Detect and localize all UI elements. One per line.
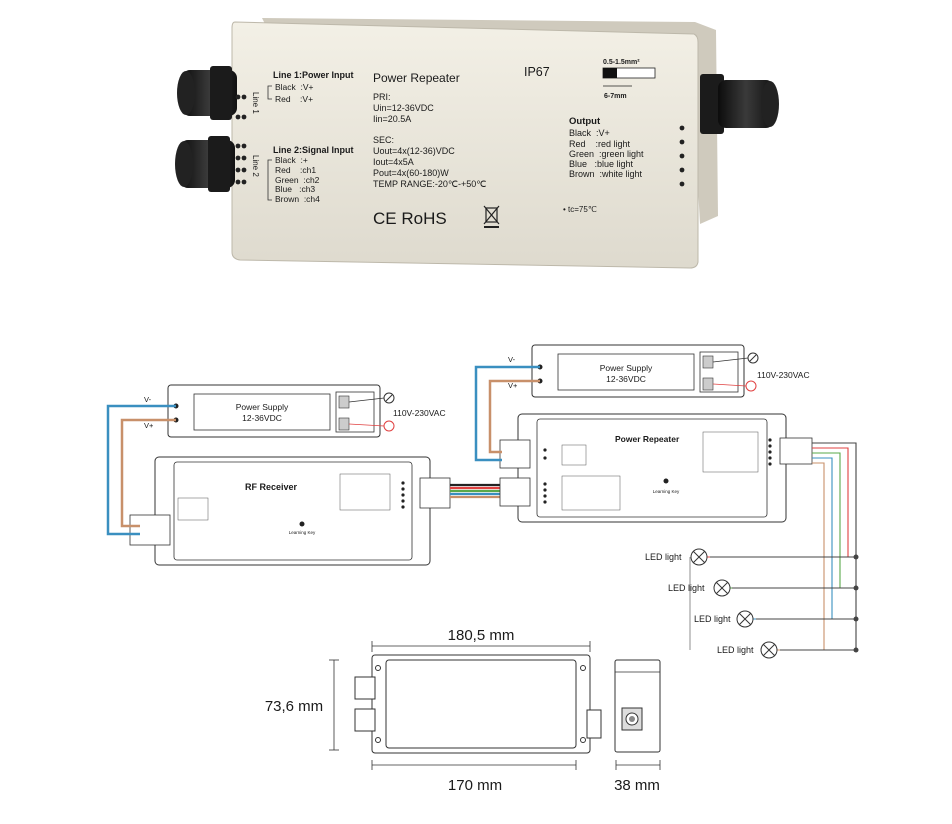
dim-depth: 38 mm <box>614 777 660 794</box>
rf-receiver-title: RF Receiver <box>245 482 298 492</box>
output-wires <box>689 442 857 651</box>
power-supply-right: Power Supply 12-36VDC V- V+ 110V-230VAC <box>508 344 810 398</box>
output-row-0: Black :V+ <box>569 128 610 138</box>
dimension-lines <box>329 641 661 770</box>
led-lamp-icon-1 <box>690 548 708 566</box>
front-view <box>354 654 602 754</box>
line2-row-1: Red :ch1 <box>275 165 316 175</box>
wire-strip-length: 6-7mm <box>604 93 627 100</box>
weee-bin-icon <box>483 205 500 228</box>
ip-rating: IP67 <box>524 65 550 79</box>
pri-row-1: Iin=20.5A <box>373 114 411 124</box>
ps-right-label-2: 12-36VDC <box>606 374 646 384</box>
dim-total-length: 180,5 mm <box>448 627 515 644</box>
repeater-learning-key: Learning Key <box>653 489 680 494</box>
rf-learning-key: Learning Key <box>289 530 316 535</box>
sec-label: SEC: <box>373 135 394 145</box>
dim-body-length: 170 mm <box>448 777 502 794</box>
repeater-title: Power Repeater <box>615 434 680 444</box>
ps-right-vplus: V+ <box>508 381 518 390</box>
line2-row-4: Brown :ch4 <box>275 194 320 204</box>
line2-title: Line 2:Signal Input <box>273 145 354 155</box>
case-body <box>231 21 699 269</box>
sec-row-1: Iout=4x5A <box>373 157 414 167</box>
product-photo: Line 1:Power Input Black :V+ Red :V+ Lin… <box>175 18 779 269</box>
led-lamp-icon-2 <box>713 579 731 597</box>
cable-gland-left-bottom <box>175 136 235 192</box>
output-row-3: Blue :blue light <box>569 159 634 169</box>
pri-row-0: Uin=12-36VDC <box>373 103 434 113</box>
dimension-drawing: 180,5 mm 73,6 mm 170 mm 38 mm <box>265 627 661 794</box>
led-label-3: LED light <box>694 614 731 624</box>
ps-left-vplus: V+ <box>144 421 154 430</box>
led-label-2: LED light <box>668 583 705 593</box>
output-terminals <box>679 125 685 187</box>
output-junction-dots <box>853 554 859 653</box>
wire-rf-vplus <box>120 418 176 528</box>
line1-row-0: Black :V+ <box>275 82 314 92</box>
line1-side-label: Line 1 <box>251 92 260 114</box>
pri-label: PRI: <box>373 92 391 102</box>
rf-receiver: RF Receiver Learning Key <box>129 456 451 566</box>
led-lamp-icon-3 <box>736 610 754 628</box>
sec-row-0: Uout=4x(12-36)VDC <box>373 146 455 156</box>
dim-height: 73,6 mm <box>265 698 323 715</box>
cable-gland-left-top <box>177 66 237 120</box>
ps-right-ac: 110V-230VAC <box>757 370 810 380</box>
ps-left-label-1: Power Supply <box>236 402 289 412</box>
led-label-4: LED light <box>717 645 754 655</box>
line1-row-1: Red :V+ <box>275 94 313 104</box>
side-view <box>614 659 661 753</box>
ps-right-label-1: Power Supply <box>600 363 653 373</box>
wire-strip-gauge: 0.5-1.5mm² 6-7mm <box>602 59 656 100</box>
wiring-diagram: Power Supply 12-36VDC V- V+ 110V-230VAC … <box>106 344 859 659</box>
line1-terminals <box>235 94 247 120</box>
output-row-2: Green :green light <box>569 149 644 159</box>
cable-gland-right <box>700 74 779 134</box>
line2-row-3: Blue :ch3 <box>275 184 315 194</box>
sec-row-2: Pout=4x(60-180)W <box>373 168 449 178</box>
tc-note: • tc=75℃ <box>563 205 597 214</box>
wire-repeater-vplus <box>488 379 540 454</box>
line2-row-0: Black :+ <box>275 155 308 165</box>
output-title: Output <box>569 116 601 127</box>
line1-title: Line 1:Power Input <box>273 70 354 80</box>
power-supply-left: Power Supply 12-36VDC V- V+ 110V-230VAC <box>144 384 446 438</box>
ps-left-vminus: V- <box>144 395 152 404</box>
led-lamp-icon-4 <box>760 641 778 659</box>
output-row-1: Red :red light <box>569 139 631 149</box>
wire-repeater-vminus <box>474 365 540 462</box>
signal-bus-cable <box>450 483 500 499</box>
sec-row-3: TEMP RANGE:-20℃-+50℃ <box>373 179 486 189</box>
line2-terminals <box>235 143 247 185</box>
ps-right-vminus: V- <box>508 355 516 364</box>
led-lamps <box>690 548 778 659</box>
device-name: Power Repeater <box>373 71 460 85</box>
wire-gauge-text: 0.5-1.5mm² <box>603 59 640 66</box>
cert-marks: CE RoHS <box>373 209 447 228</box>
ps-left-ac: 110V-230VAC <box>393 408 446 418</box>
wire-rf-vminus <box>106 404 176 536</box>
ps-left-label-2: 12-36VDC <box>242 413 282 423</box>
output-row-4: Brown :white light <box>569 169 643 179</box>
line2-row-2: Green :ch2 <box>275 175 320 185</box>
line2-side-label: Line 2 <box>251 155 260 177</box>
power-repeater-schematic: Power Repeater Learning Key <box>499 413 813 523</box>
led-label-1: LED light <box>645 552 682 562</box>
